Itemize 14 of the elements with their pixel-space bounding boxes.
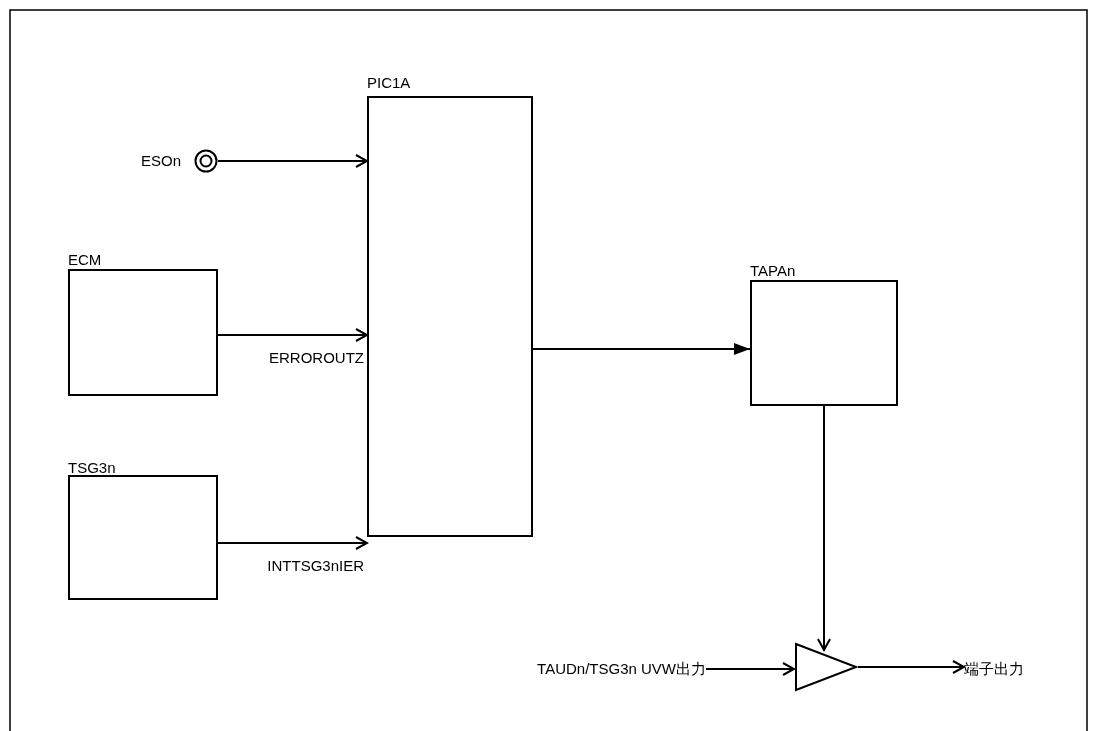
arrow [532, 343, 751, 355]
arrow [857, 660, 965, 674]
signal-label: TAUDn/TSG3n UVW出力 [537, 659, 706, 679]
arrow [817, 405, 831, 651]
block-label: TAPAn [750, 262, 796, 280]
block-label: TSG3n [68, 459, 116, 477]
arrow [217, 328, 368, 342]
signal-label: 端子出力 [964, 659, 1024, 679]
arrow [705, 662, 795, 676]
arrow [217, 154, 368, 168]
block-label: ECM [68, 251, 102, 269]
terminal-label: ESOn [141, 151, 182, 171]
arrow [217, 536, 368, 550]
block-label: PIC1A [367, 74, 411, 92]
